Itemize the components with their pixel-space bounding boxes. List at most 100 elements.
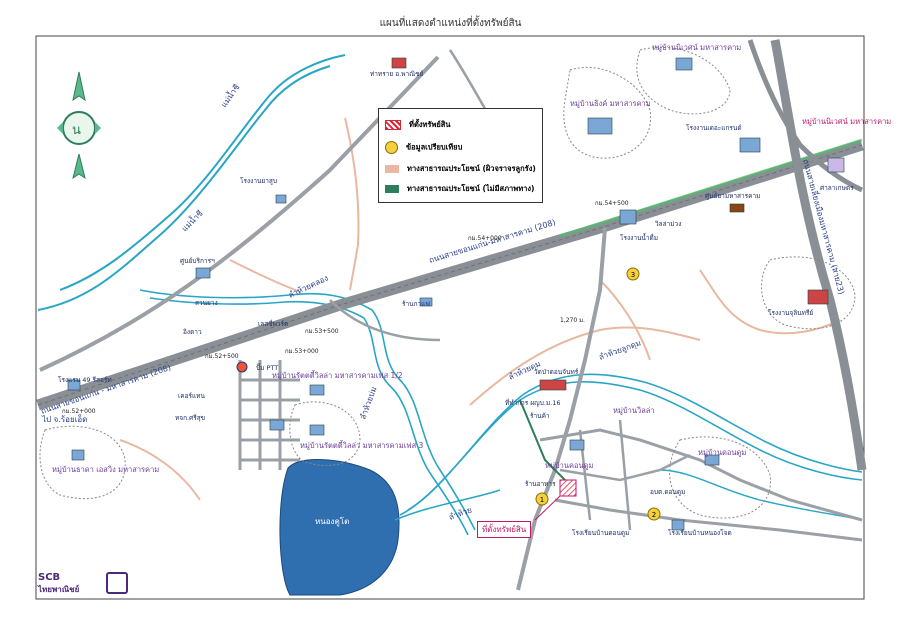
canal-line-6: [659, 469, 863, 521]
comparison-marker-2[interactable]: 2: [647, 507, 661, 521]
laterite-road-1: [344, 117, 360, 291]
legend-label-3: ทางสาธารณประโยชน์ (ไม่มีสภาพทาง): [407, 184, 535, 193]
label-village1: หมู่บ้านนิเวศน์ มหาสารคาม: [652, 43, 741, 52]
logo-brand: SCB: [38, 572, 61, 583]
label-p8: ร้านกาแฟ: [402, 300, 430, 308]
boundary-v2: [563, 66, 652, 159]
label-km3: กม.53+000: [285, 348, 319, 355]
marker-2-label: 2: [652, 511, 656, 519]
label-p9: โรงแรม 49 รีสอร์ท: [58, 376, 112, 384]
canal-line-1: [139, 289, 476, 531]
compass-letter: น: [72, 123, 81, 138]
house-icon: [269, 419, 285, 431]
boundary-v6: [39, 425, 126, 500]
map-title: แผนที่แสดงตำแหน่งที่ตั้งทรัพย์สิน: [379, 18, 522, 29]
factory-icon: [619, 209, 637, 225]
north-compass: น: [55, 70, 103, 184]
legend-item-laterite: ทางสาธารณประโยชน์ (ผิวจราจรลูกรัง): [385, 163, 536, 175]
label-p31: อิงดาว: [183, 328, 202, 336]
label-village10: หมู่บ้านนิเวศน์ มหาสารคาม: [802, 117, 891, 126]
label-km5: กม.52+000: [62, 408, 96, 415]
legend-label-1: ข้อมูลเปรียบเทียบ: [406, 142, 463, 152]
comparison-marker-3[interactable]: 3: [626, 267, 640, 281]
label-p1: ท่าทราย อ.พาณิชย์: [370, 70, 424, 78]
tractor-icon: [729, 203, 745, 213]
factory-icon: [195, 267, 211, 279]
laterite-road-5: [599, 279, 651, 361]
local-road-loop: [559, 453, 691, 482]
house-icon: [704, 454, 720, 466]
laterite-road-6: [119, 439, 201, 501]
property-site[interactable]: [559, 479, 577, 497]
label-km1: กม.54+500: [595, 200, 629, 207]
label-km7: 1,270 ม.: [560, 317, 585, 324]
house-icon: [675, 57, 693, 71]
label-village4: หมู่บ้านวิลล่า: [613, 406, 655, 415]
label-km2: กม.54+000: [468, 235, 502, 242]
canal-line-2: [149, 297, 469, 536]
house-icon: [67, 379, 81, 391]
marker-1-label: 1: [540, 496, 544, 504]
ptt-icon: [236, 361, 248, 373]
label-lake: หนองคูโต: [315, 516, 349, 527]
label-p33: หจก.ศรีสุข: [175, 414, 205, 422]
label-village8: หมู่บ้านรัตตตี้วิลล่า มหาสารคามเฟส 3: [300, 440, 424, 450]
river-chi-outer: [59, 54, 346, 291]
building-icons: [67, 57, 845, 531]
label-p18: ศาลาเกษตร: [820, 184, 854, 192]
map-legend: ที่ตั้งทรัพย์สิน ข้อมูลเปรียบเทียบ ทางสา…: [378, 108, 543, 203]
local-road-nw: [39, 55, 440, 372]
label-p19: วิลล่าม่วง: [655, 220, 682, 228]
label-km4: กม.52+500: [205, 353, 239, 360]
label-p23: โรงงานเดอะแกรนด์: [686, 124, 742, 132]
label-to-roi-et: ไป จ.ร้อยเอ็ด: [41, 414, 87, 424]
label-village6: หมู่บ้านธาดา เอสวิง มหาสารคาม: [52, 465, 159, 474]
label-p13: ที่ทำการ ผญบ.ม.16: [505, 398, 561, 407]
highway-208: [36, 139, 864, 411]
label-village9: หมู่บ้านคอนดูม: [545, 461, 594, 470]
house-icon: [71, 449, 85, 461]
building-icon: [419, 297, 433, 307]
house-icon: [739, 137, 761, 153]
label-p14: ร้านค้า: [530, 412, 550, 420]
legend-item-unpaved: ทางสาธารณประโยชน์ (ไม่มีสภาพทาง): [385, 183, 534, 195]
legend-label-0: ที่ตั้งทรัพย์สิน: [409, 120, 451, 129]
canal-line-5: [407, 373, 863, 511]
building-icon: [671, 519, 685, 531]
label-p17: ปั๊ม PTT: [256, 363, 278, 372]
yellow-circle-icon: [385, 141, 398, 154]
canal-line-3: [394, 489, 501, 521]
comparison-marker-1[interactable]: 1: [535, 492, 549, 506]
bypass-ramp: [747, 39, 864, 193]
temple-icon: [539, 379, 567, 391]
laterite-road-4: [699, 269, 841, 335]
property-pointer: [534, 495, 561, 521]
boundary-v8: [289, 401, 361, 466]
agri-office-icon: [827, 157, 845, 173]
label-p28: อบต.ดอนดูม: [650, 488, 685, 496]
local-road-center: [329, 299, 441, 342]
label-p5: ศูนย์บริการฯ: [180, 257, 215, 265]
building-icon: [391, 57, 407, 69]
property-callout[interactable]: ที่ตั้งทรัพย์สิน: [477, 521, 532, 538]
marker-3-label: 3: [631, 271, 635, 279]
legend-item-property: ที่ตั้งทรัพย์สิน: [385, 119, 451, 131]
scb-emblem-icon: [106, 572, 128, 594]
house-icon: [309, 424, 325, 436]
label-p3: โรงงานน้ำดื่ม: [620, 233, 658, 242]
house-icon: [309, 384, 325, 396]
factory-icon: [807, 289, 829, 305]
label-village2: หมู่บ้านธิงค์ มหาสารคาม: [570, 99, 651, 108]
boundary-v5: [669, 436, 771, 519]
river-chi-inner: [37, 65, 331, 311]
label-village7: หมู่บ้านรัตตตี้วิลล่า มหาสารคามเฟส 1/2: [272, 370, 403, 380]
label-p30: เลสซี่พาร์ค: [258, 319, 288, 328]
laterite-swatch-icon: [385, 165, 399, 173]
local-road-east: [539, 428, 863, 522]
label-p2: โรงงานยาสูบ: [240, 177, 277, 185]
label-km6: กม.53+500: [305, 328, 339, 335]
unpaved-green-road: [519, 399, 566, 481]
label-p29: สวนยาง: [195, 299, 218, 307]
unpaved-swatch-icon: [385, 185, 399, 193]
